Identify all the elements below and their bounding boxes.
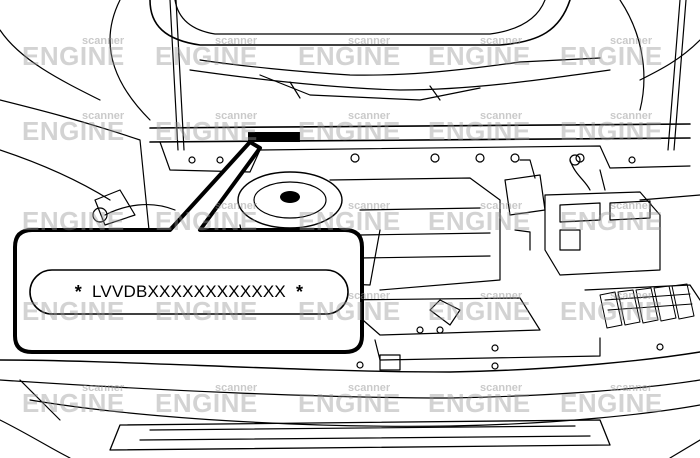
vin-label: * LVVDBXXXXXXXXXXXX * xyxy=(30,270,348,314)
engine-cover xyxy=(237,159,601,361)
front-bumper xyxy=(0,343,700,458)
fuse-box xyxy=(544,154,700,329)
hood xyxy=(0,0,700,121)
vin-number: LVVDBXXXXXXXXXXXX xyxy=(92,282,286,301)
left-fender xyxy=(0,99,176,241)
vin-prefix-mark: * xyxy=(74,281,83,302)
vin-callout-bubble xyxy=(13,140,364,354)
vin-plate-outline xyxy=(29,269,349,315)
vin-suffix-mark: * xyxy=(295,281,304,302)
hood-struts xyxy=(169,0,687,151)
